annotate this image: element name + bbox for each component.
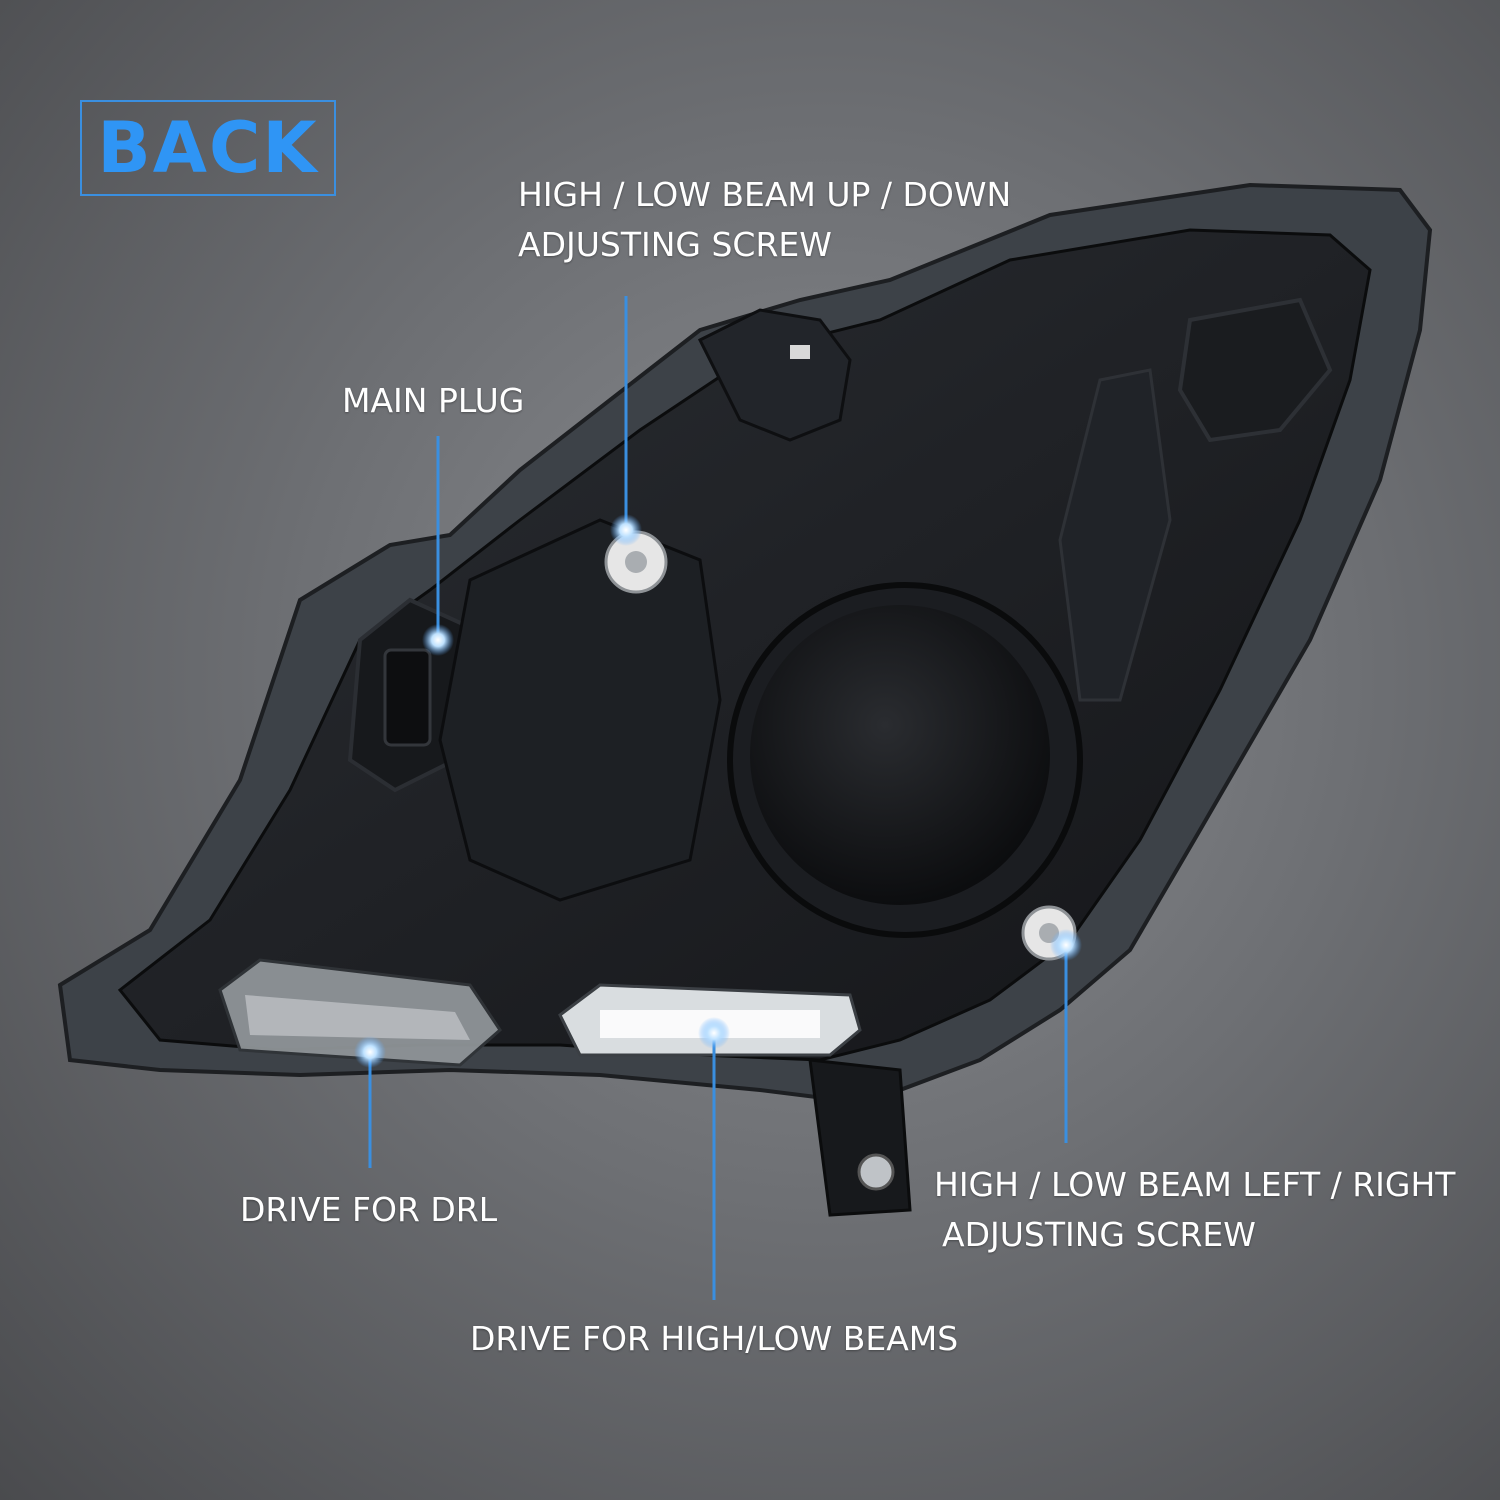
callout-label-beams-text: DRIVE FOR HIGH/LOW BEAMS <box>470 1319 959 1358</box>
callout-label-main-plug: MAIN PLUG <box>342 376 524 426</box>
callout-label-beams-drive: DRIVE FOR HIGH/LOW BEAMS <box>470 1314 958 1364</box>
wing-recess <box>1177 297 1333 443</box>
callout-label-drl-text: DRIVE FOR DRL <box>240 1190 498 1229</box>
callout-label-drl-drive: DRIVE FOR DRL <box>240 1185 497 1235</box>
callout-dot-drl <box>354 1036 386 1068</box>
bracket-hole <box>790 345 810 359</box>
wing-rib <box>1058 368 1172 702</box>
callout-label-up-down-line2: ADJUSTING SCREW <box>518 225 832 264</box>
callout-dot-up-down <box>610 514 642 546</box>
bottom-mount-tab <box>808 1058 912 1217</box>
back-view-badge: BACK <box>80 100 336 196</box>
callout-label-up-down-line1: HIGH / LOW BEAM UP / DOWN <box>518 175 1012 214</box>
callout-label-left-right-screw: HIGH / LOW BEAM LEFT / RIGHT ADJUSTING S… <box>934 1160 1455 1260</box>
callout-dot-main-plug <box>422 624 454 656</box>
callout-label-main-plug-text: MAIN PLUG <box>342 381 525 420</box>
callout-dot-beams <box>698 1017 730 1049</box>
top-mount-bracket <box>697 308 852 442</box>
callout-label-left-right-line2: ADJUSTING SCREW <box>942 1215 1256 1254</box>
projector-dust-cap <box>750 605 1050 905</box>
callout-label-up-down-screw: HIGH / LOW BEAM UP / DOWN ADJUSTING SCRE… <box>518 170 1011 270</box>
callout-dot-left-right <box>1050 929 1082 961</box>
callout-label-left-right-line1: HIGH / LOW BEAM LEFT / RIGHT <box>934 1165 1456 1204</box>
back-view-badge-text: BACK <box>97 107 319 189</box>
central-block <box>438 518 722 902</box>
